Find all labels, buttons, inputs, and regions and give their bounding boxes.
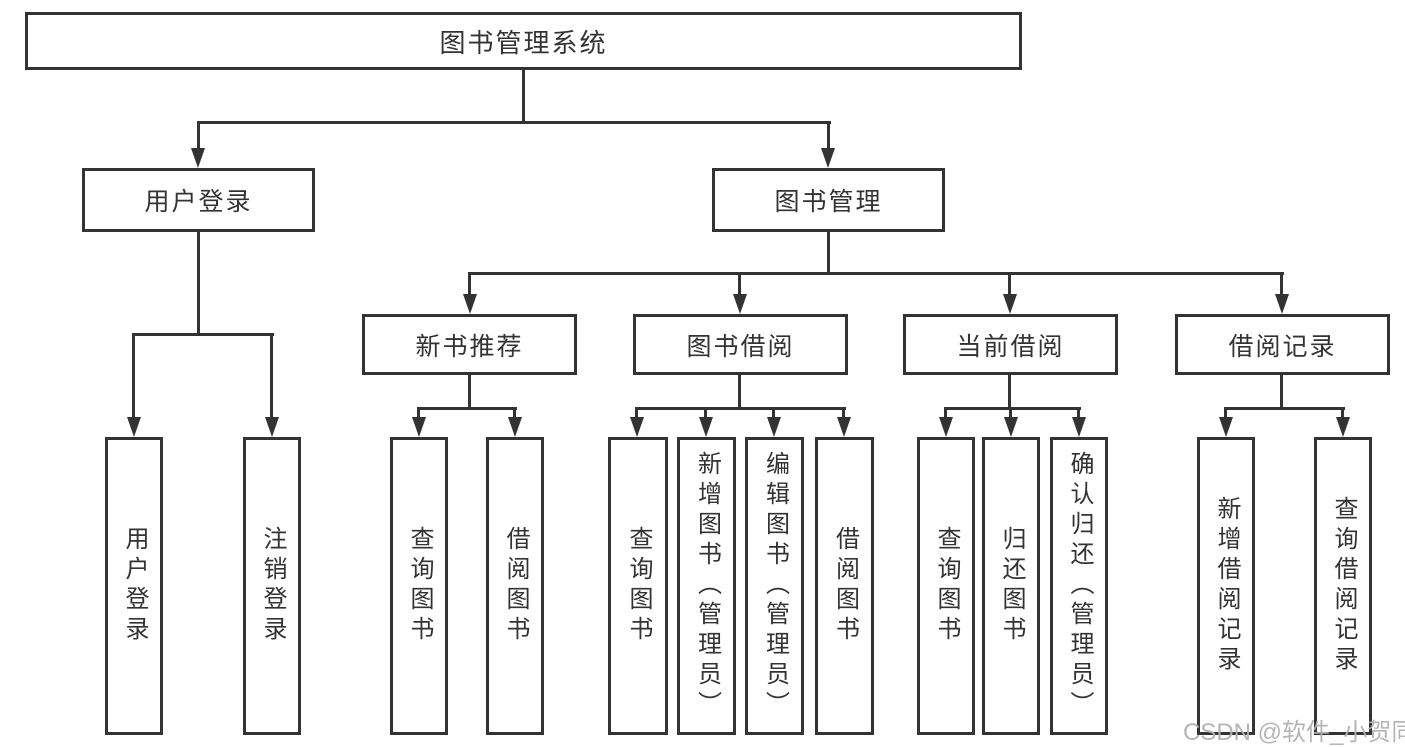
node-leaf-query-books-recommend: 查询图书 <box>390 437 448 735</box>
arrow-down-icon <box>1072 417 1086 437</box>
node-user-login: 用户登录 <box>82 168 315 232</box>
arrow-down-icon <box>412 417 426 437</box>
node-borrow-records-label: 借阅记录 <box>1228 332 1337 361</box>
connector-line <box>738 272 741 297</box>
node-leaf-edit-books-admin-label: 编辑图书（管理员） <box>761 451 789 721</box>
connector-line <box>513 407 516 421</box>
connector-line <box>704 407 707 421</box>
connector-line <box>1280 373 1283 410</box>
node-leaf-query-books-borrow: 查询图书 <box>608 437 668 735</box>
node-leaf-add-books-admin: 新增图书（管理员） <box>677 437 736 735</box>
node-user-login-label: 用户登录 <box>144 188 253 216</box>
connector-line <box>1224 407 1345 410</box>
connector-line <box>1009 407 1012 421</box>
node-new-book-recommend-label: 新书推荐 <box>415 332 524 361</box>
connector-line <box>197 121 200 151</box>
connector-line <box>1224 407 1227 421</box>
connector-line <box>1008 373 1011 410</box>
node-leaf-borrow-books-borrow-label: 借阅图书 <box>831 526 859 646</box>
node-leaf-borrow-books-borrow: 借阅图书 <box>815 437 874 735</box>
node-leaf-add-books-admin-label: 新增图书（管理员） <box>693 451 721 721</box>
arrow-down-icon <box>191 148 205 168</box>
connector-line <box>417 407 517 410</box>
connector-line <box>944 407 1081 410</box>
connector-line <box>270 333 273 420</box>
connector-line <box>197 121 831 124</box>
connector-line <box>738 373 741 410</box>
connector-line <box>132 333 274 336</box>
node-new-book-recommend: 新书推荐 <box>362 314 577 375</box>
connector-line <box>468 272 1284 275</box>
node-book-management: 图书管理 <box>712 168 945 232</box>
watermark: CSDN @软件_小贺同学 <box>1183 719 1405 746</box>
node-leaf-logout: 注销登录 <box>243 437 301 735</box>
node-leaf-add-borrow-record-label: 新增借阅记录 <box>1213 496 1240 676</box>
node-leaf-query-borrow-record-label: 查询借阅记录 <box>1330 496 1357 676</box>
node-leaf-query-books-current-label: 查询图书 <box>933 526 960 646</box>
node-leaf-query-borrow-record: 查询借阅记录 <box>1314 437 1372 735</box>
node-leaf-confirm-return-admin: 确认归还（管理员） <box>1050 437 1108 735</box>
node-leaf-add-borrow-record: 新增借阅记录 <box>1197 437 1255 735</box>
node-leaf-query-books-recommend-label: 查询图书 <box>406 526 433 646</box>
connector-line <box>827 232 830 275</box>
arrow-down-icon <box>821 148 835 168</box>
node-leaf-user-login: 用户登录 <box>105 437 163 735</box>
connector-line <box>468 272 471 297</box>
arrow-down-icon <box>939 417 953 437</box>
arrow-down-icon <box>1003 294 1017 314</box>
node-leaf-return-books-label: 归还图书 <box>998 526 1025 646</box>
node-leaf-edit-books-admin: 编辑图书（管理员） <box>745 437 804 735</box>
connector-line <box>1341 407 1344 421</box>
node-leaf-logout-label: 注销登录 <box>259 526 286 646</box>
connector-line <box>635 407 846 410</box>
node-current-borrow-label: 当前借阅 <box>956 332 1065 361</box>
arrow-down-icon <box>1275 294 1289 314</box>
connector-line <box>772 407 775 421</box>
node-root: 图书管理系统 <box>25 12 1022 70</box>
arrow-down-icon <box>463 294 477 314</box>
arrow-down-icon <box>127 417 141 437</box>
arrow-down-icon <box>767 417 781 437</box>
arrow-down-icon <box>265 417 279 437</box>
arrow-down-icon <box>1336 417 1350 437</box>
node-book-borrow-label: 图书借阅 <box>686 332 795 361</box>
node-root-label: 图书管理系统 <box>439 27 608 58</box>
connector-line <box>842 407 845 421</box>
connector-line <box>1280 272 1283 297</box>
arrow-down-icon <box>837 417 851 437</box>
node-leaf-user-login-label: 用户登录 <box>121 526 148 646</box>
arrow-down-icon <box>699 417 713 437</box>
connector-line <box>522 70 525 123</box>
arrow-down-icon <box>733 294 747 314</box>
node-leaf-borrow-books-recommend: 借阅图书 <box>486 437 544 735</box>
node-book-borrow: 图书借阅 <box>633 314 848 375</box>
connector-line <box>417 407 420 421</box>
node-leaf-query-books-borrow-label: 查询图书 <box>625 526 652 646</box>
connector-line <box>1077 407 1080 421</box>
node-leaf-query-books-current: 查询图书 <box>917 437 975 735</box>
connector-line <box>944 407 947 421</box>
node-leaf-return-books: 归还图书 <box>982 437 1040 735</box>
arrow-down-icon <box>508 417 522 437</box>
node-current-borrow: 当前借阅 <box>903 314 1118 375</box>
arrow-down-icon <box>1004 417 1018 437</box>
node-borrow-records: 借阅记录 <box>1175 314 1390 375</box>
node-leaf-borrow-books-recommend-label: 借阅图书 <box>502 526 529 646</box>
connector-line <box>1008 272 1011 297</box>
connector-line <box>468 373 471 410</box>
arrow-down-icon <box>1219 417 1233 437</box>
arrow-down-icon <box>630 417 644 437</box>
connector-line <box>635 407 638 421</box>
connector-line <box>197 232 200 336</box>
connector-line <box>827 121 830 151</box>
node-book-management-label: 图书管理 <box>774 188 883 216</box>
node-leaf-confirm-return-admin-label: 确认归还（管理员） <box>1066 451 1093 721</box>
connector-line <box>132 333 135 420</box>
